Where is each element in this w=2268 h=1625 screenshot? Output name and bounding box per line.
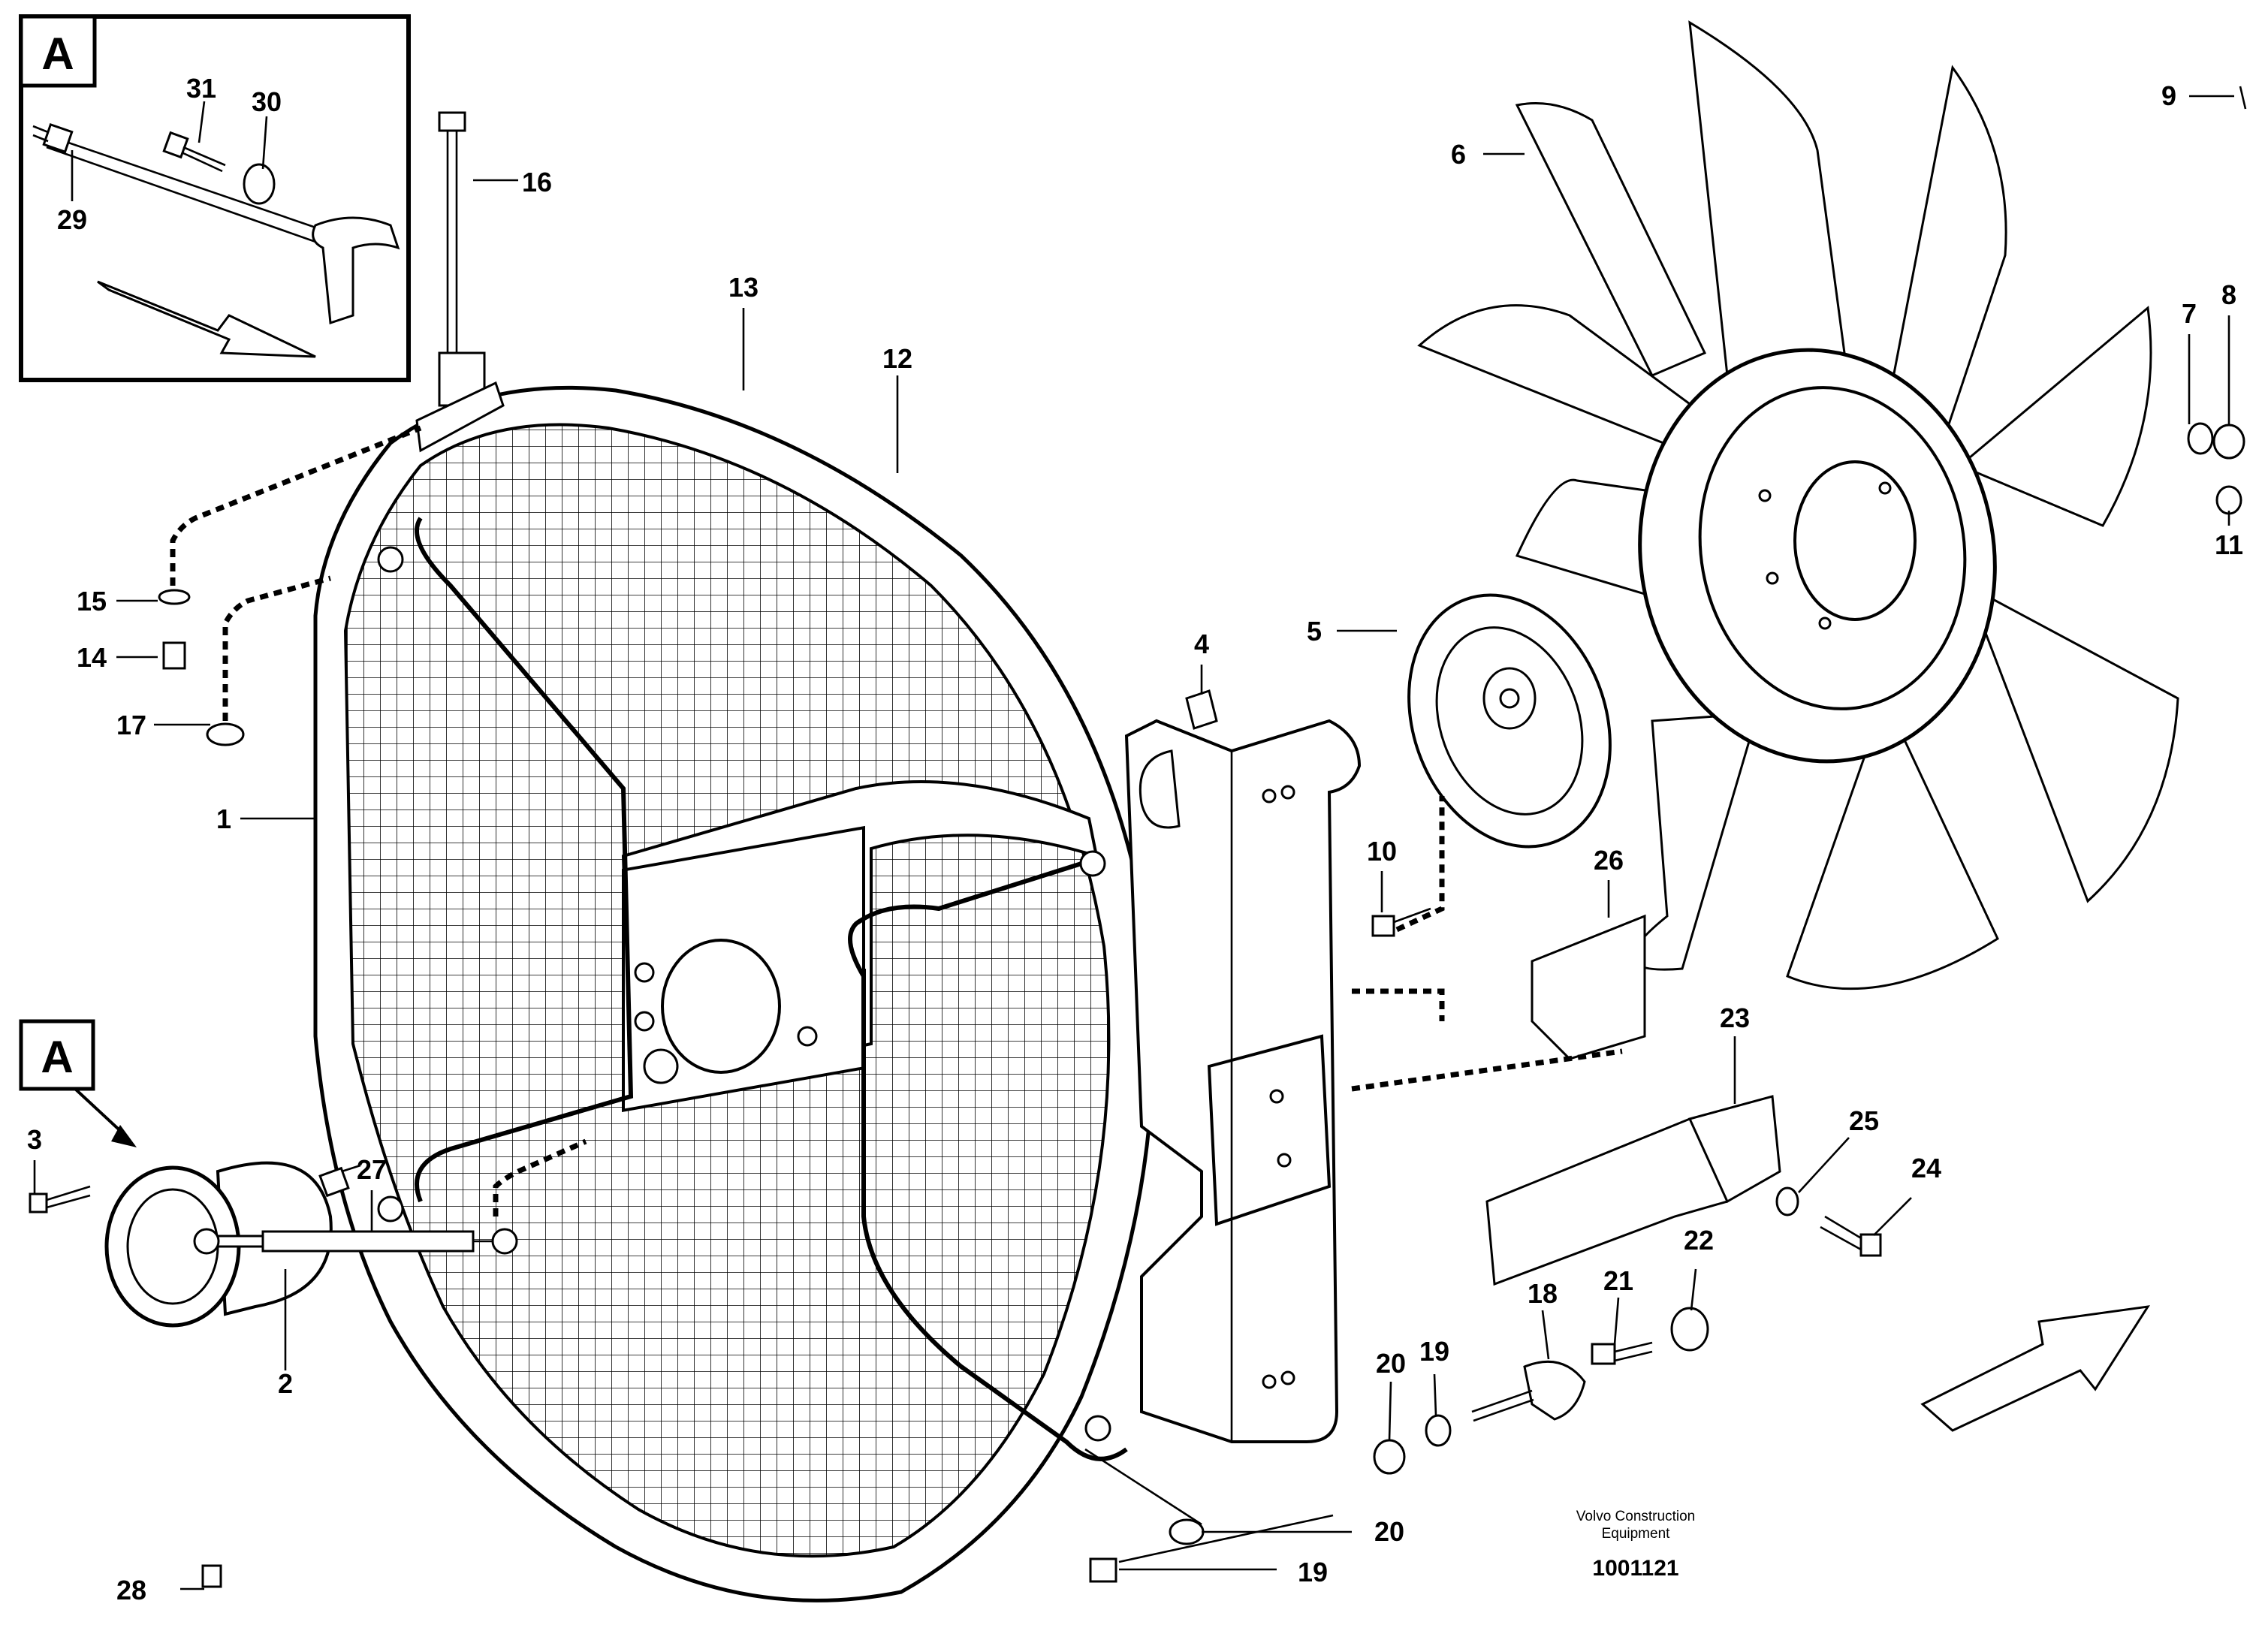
hardware-items xyxy=(29,86,2247,1588)
inset-bolt-31 xyxy=(162,131,226,173)
callout-21: 21 xyxy=(1603,1265,1633,1296)
callout-1: 1 xyxy=(216,803,231,834)
inset-bracket xyxy=(312,216,400,325)
cooling-fan xyxy=(1417,20,2179,990)
callout-27: 27 xyxy=(357,1154,387,1185)
inset-direction-arrow xyxy=(97,280,316,358)
callout-30: 30 xyxy=(252,86,282,117)
callout-29: 29 xyxy=(57,204,87,235)
detail-inset-a: A xyxy=(19,14,411,382)
callout-3: 3 xyxy=(27,1124,42,1155)
callout-14: 14 xyxy=(77,642,107,673)
callout-24: 24 xyxy=(1911,1153,1941,1183)
view-marker-letter: A xyxy=(41,1032,73,1082)
callout-7: 7 xyxy=(2182,298,2197,329)
callout-20-upper: 20 xyxy=(1376,1348,1406,1379)
callout-12: 12 xyxy=(882,343,912,374)
callout-25: 25 xyxy=(1849,1105,1879,1136)
view-marker-a: A xyxy=(19,1019,137,1147)
direction-arrow xyxy=(1920,1305,2151,1432)
callout-8: 8 xyxy=(2221,279,2236,310)
callout-23: 23 xyxy=(1720,1002,1750,1033)
gas-strut xyxy=(193,1228,518,1255)
callout-4: 4 xyxy=(1194,629,1209,659)
callout-22: 22 xyxy=(1684,1225,1714,1256)
callout-26: 26 xyxy=(1594,845,1624,876)
callout-10: 10 xyxy=(1367,836,1397,867)
callout-labels: 31 30 29 16 13 12 15 14 17 1 3 2 27 28 4… xyxy=(27,73,2243,1605)
inset-letter-box xyxy=(19,14,97,88)
callout-leaders xyxy=(33,95,2234,1590)
callout-13: 13 xyxy=(728,272,759,303)
callout-15: 15 xyxy=(77,586,107,617)
callout-6: 6 xyxy=(1451,139,1466,170)
callout-2: 2 xyxy=(278,1368,293,1399)
document-number: 1001121 xyxy=(1592,1556,1678,1581)
callout-31: 31 xyxy=(186,73,216,104)
callout-18: 18 xyxy=(1528,1278,1558,1309)
wiring-dashes xyxy=(170,425,1623,1216)
callout-16: 16 xyxy=(522,167,552,197)
callout-28: 28 xyxy=(116,1575,146,1605)
credit-line-1: Volvo Construction xyxy=(1576,1509,1695,1524)
callout-19-upper: 19 xyxy=(1419,1336,1449,1367)
mounting-bracket xyxy=(1124,719,1362,1443)
credit-block: Volvo Construction Equipment 1001121 xyxy=(1576,1509,1695,1581)
callout-20-lower: 20 xyxy=(1374,1516,1404,1547)
inset-letter: A xyxy=(41,29,74,79)
inset-damper-rod xyxy=(32,122,354,254)
callout-9: 9 xyxy=(2161,80,2176,111)
fan-shroud xyxy=(313,351,1156,1602)
fan-hub-adapter xyxy=(1407,593,1612,849)
callout-17: 17 xyxy=(116,710,146,740)
credit-line-2: Equipment xyxy=(1602,1526,1671,1542)
motor-mount-hole xyxy=(661,939,781,1074)
callout-5: 5 xyxy=(1307,616,1322,647)
callout-11: 11 xyxy=(2215,529,2243,560)
callout-19-lower: 19 xyxy=(1298,1557,1328,1587)
